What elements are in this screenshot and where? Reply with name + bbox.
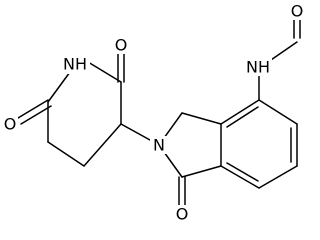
bond-C7-C7a-inner bbox=[226, 162, 259, 182]
imide-oxygen-top-label: O bbox=[115, 36, 128, 55]
bond-C6-O-a bbox=[17, 99, 49, 119]
lactam-nitrogen-label: N bbox=[153, 136, 165, 155]
bond-NH-C6 bbox=[47, 71, 71, 103]
amide-nh-label: NH bbox=[246, 58, 270, 77]
chemical-structure: O NH NH O O N O bbox=[2, 2, 304, 224]
bond-C5-C4 bbox=[47, 141, 85, 167]
bond-C3a-C4-inner bbox=[226, 106, 259, 128]
atom-labels: O NH NH O O N O bbox=[2, 2, 304, 224]
bonds bbox=[17, 13, 301, 211]
bond-formyl-C-NH bbox=[267, 41, 298, 63]
bond-C7-C7a bbox=[220, 165, 260, 189]
bond-C2-NH bbox=[87, 61, 122, 83]
imide-nh-label: NH bbox=[63, 55, 87, 74]
bond-C4-C5 bbox=[258, 99, 298, 125]
bond-C3a-CH2 bbox=[181, 112, 222, 125]
bond-C4-C3 bbox=[83, 123, 122, 167]
bond-C6-C7 bbox=[258, 165, 298, 189]
imide-oxygen-left-label: O bbox=[4, 115, 17, 134]
bond-CO-C7a bbox=[181, 165, 222, 178]
bond-C3a-C4 bbox=[220, 99, 260, 125]
lactam-oxygen-label: O bbox=[176, 205, 189, 224]
formyl-oxygen-label: O bbox=[291, 2, 304, 21]
bond-C6-O-b bbox=[20, 105, 52, 125]
